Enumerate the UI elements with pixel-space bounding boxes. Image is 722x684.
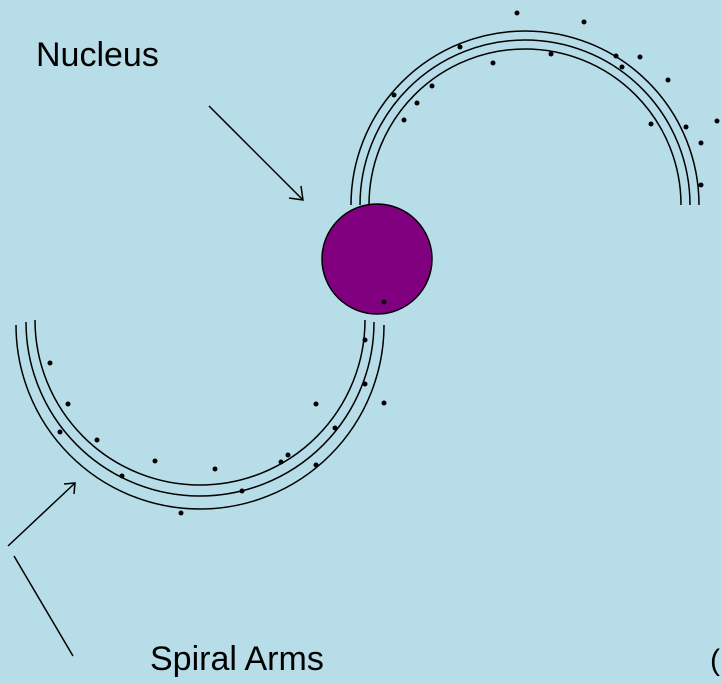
spiral-arms-arrow-shaft [8,484,74,546]
star [382,300,387,305]
star [430,84,435,89]
star [213,467,218,472]
nucleus-arrow-shaft [209,106,302,199]
upper-arm-inner-line [369,49,681,205]
star [402,118,407,123]
star [363,338,368,343]
star [415,101,420,106]
spiral-arms-label: Spiral Arms [150,642,324,676]
star [549,52,554,57]
star [620,65,625,70]
star [48,361,53,366]
lower-arm-middle-line [26,322,374,496]
star [392,93,397,98]
star [699,141,704,146]
upper-arm-middle-line [360,40,690,205]
star [699,183,704,188]
star [363,382,368,387]
star [314,402,319,407]
star [286,453,291,458]
star [153,459,158,464]
upper-arm-stars [392,11,720,188]
edge-glyph: ( [710,646,720,676]
star [382,401,387,406]
star [649,122,654,127]
star [95,438,100,443]
star [240,489,245,494]
star [715,119,720,124]
spiral-arms-leader-line [14,556,73,656]
lower-spiral-arm [16,320,384,509]
star [333,426,338,431]
star [314,463,319,468]
star [179,511,184,516]
nucleus-pointer-arrow [209,106,303,200]
spiral-arms-pointer [8,483,75,656]
star [638,55,643,60]
star [582,20,587,25]
nucleus [322,204,432,314]
star [458,45,463,50]
lower-arm-outer-line [16,325,384,509]
star [66,402,71,407]
nucleus-label: Nucleus [36,38,159,72]
star [120,474,125,479]
star [58,430,63,435]
star [279,460,284,465]
star [666,78,671,83]
star [614,54,619,59]
star [491,61,496,66]
star [684,125,689,130]
lower-arm-stars [48,300,387,516]
star [515,11,520,16]
